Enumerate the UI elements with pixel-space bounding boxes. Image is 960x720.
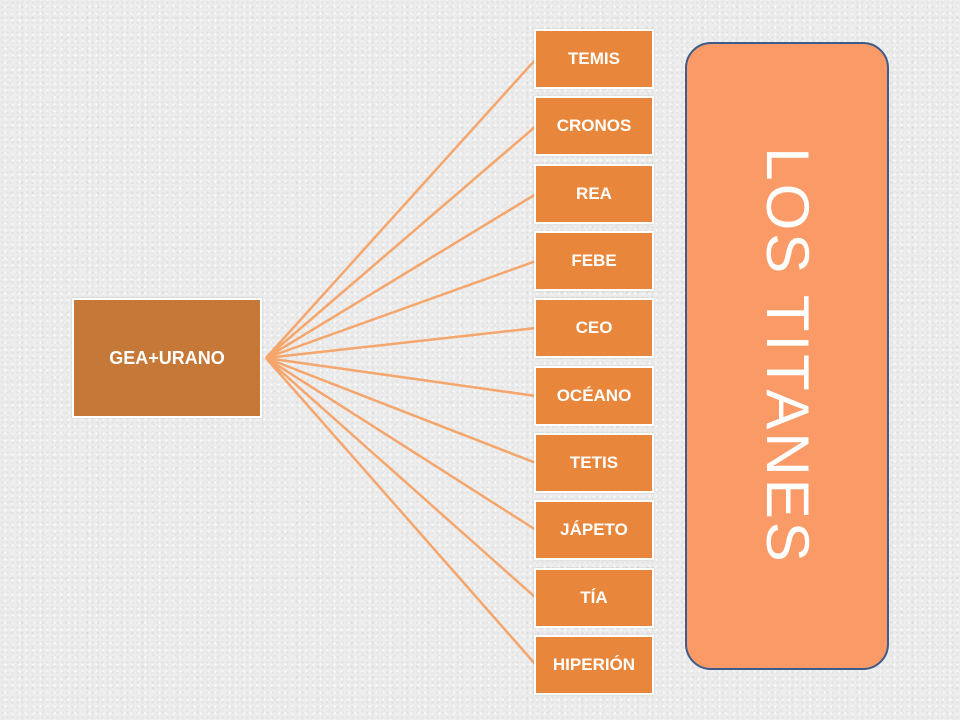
connector-line-2: [265, 192, 537, 360]
child-label: CRONOS: [556, 116, 632, 135]
connector-line-0: [265, 58, 537, 359]
child-node-tetis: TETIS: [534, 433, 654, 493]
child-node-cronos: CRONOS: [534, 96, 654, 156]
connector-line-6: [265, 356, 537, 465]
connector-line-7: [265, 356, 537, 532]
child-node-oceano: OCÉANO: [534, 366, 654, 426]
root-node: GEA+URANO: [72, 298, 262, 418]
child-label: JÁPETO: [560, 520, 628, 539]
connector-line-3: [265, 259, 537, 360]
connector-line-9: [265, 357, 537, 666]
child-label: CEO: [575, 318, 613, 337]
child-label: TEMIS: [568, 49, 620, 68]
child-node-hiperion: HIPERIÓN: [534, 635, 654, 695]
child-label: REA: [576, 184, 612, 203]
connector-line-5: [265, 356, 537, 398]
diagram-title: LOS TITANES: [754, 147, 821, 565]
child-node-febe: FEBE: [534, 231, 654, 291]
child-label: HIPERIÓN: [552, 655, 636, 674]
connector-line-8: [265, 357, 537, 599]
child-label: TÍA: [580, 588, 608, 607]
child-label: FEBE: [571, 251, 617, 270]
connector-line-1: [265, 125, 537, 359]
child-label: TETIS: [569, 453, 619, 472]
child-node-tia: TÍA: [534, 568, 654, 628]
child-node-ceo: CEO: [534, 298, 654, 358]
child-label: OCÉANO: [556, 386, 632, 405]
child-node-temis: TEMIS: [534, 29, 654, 89]
connector-line-4: [265, 326, 537, 360]
title-panel: LOS TITANES: [685, 42, 889, 670]
child-node-rea: REA: [534, 164, 654, 224]
root-label: GEA+URANO: [109, 347, 225, 368]
child-node-japeto: JÁPETO: [534, 500, 654, 560]
